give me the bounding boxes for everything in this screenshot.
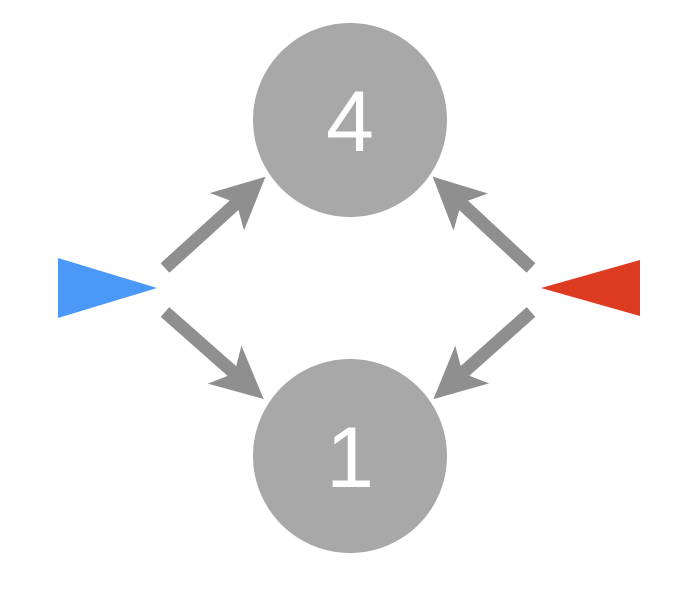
node-bottom[interactable]: 1: [253, 359, 447, 553]
node-top-label: 4: [326, 74, 374, 170]
arrow-group: [160, 176, 536, 400]
arrow-left-down: [160, 307, 264, 400]
node-bottom-label: 1: [326, 410, 374, 506]
source-triangle-marker: [58, 258, 157, 318]
arrow-right-down: [433, 307, 536, 400]
arrow-right-up: [432, 176, 536, 273]
node-top-circle[interactable]: [253, 23, 447, 217]
target-triangle-marker: [541, 260, 640, 316]
node-top[interactable]: 4: [253, 23, 447, 217]
node-bottom-circle[interactable]: [253, 359, 447, 553]
arrow-left-up: [160, 176, 266, 273]
